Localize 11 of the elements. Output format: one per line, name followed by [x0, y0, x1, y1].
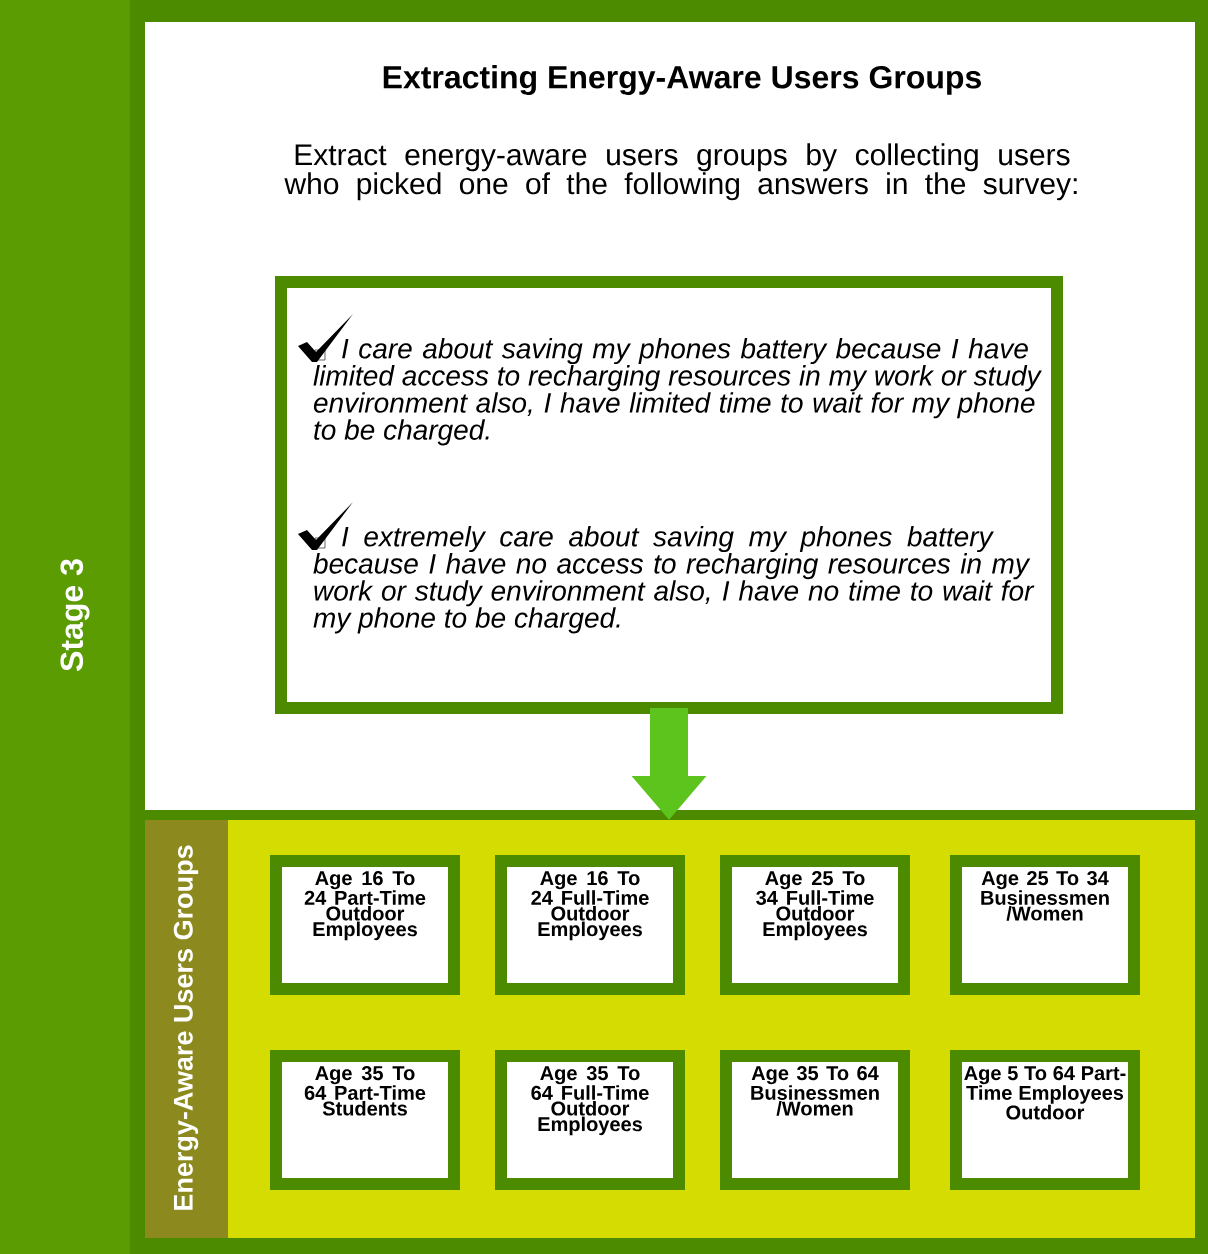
answer-text: I extremely care about saving my phones battery because I have no access to recharging resources in my work or study environment also, I have no time to wait for my phone to be charged. — [313, 526, 1035, 634]
answers-box — [275, 276, 1063, 714]
group-box: Age 16 To 24 Full-Time Outdoor Employees — [495, 855, 685, 995]
group-box: Age 25 To 34 Businessmen /Women — [950, 855, 1140, 995]
group-box: Age 35 To 64 Full-Time Outdoor Employees — [495, 1050, 685, 1190]
answer-text: I care about saving my phones battery because I have limited access to recharging resources in my work or study environment also, I have limited time to wait for my phone to be charged. — [313, 338, 1042, 446]
group-box: Age 16 To 24 Part-Time Outdoor Employees — [270, 855, 460, 995]
group-box: Age 5 To 64 Part-Time Employees Outdoor — [950, 1050, 1140, 1190]
group-box: Age 35 To 64 Businessmen /Women — [720, 1050, 910, 1190]
group-box: Age 25 To 34 Full-Time Outdoor Employees — [720, 855, 910, 995]
group-box: Age 35 To 64 Part-Time Students — [270, 1050, 460, 1190]
